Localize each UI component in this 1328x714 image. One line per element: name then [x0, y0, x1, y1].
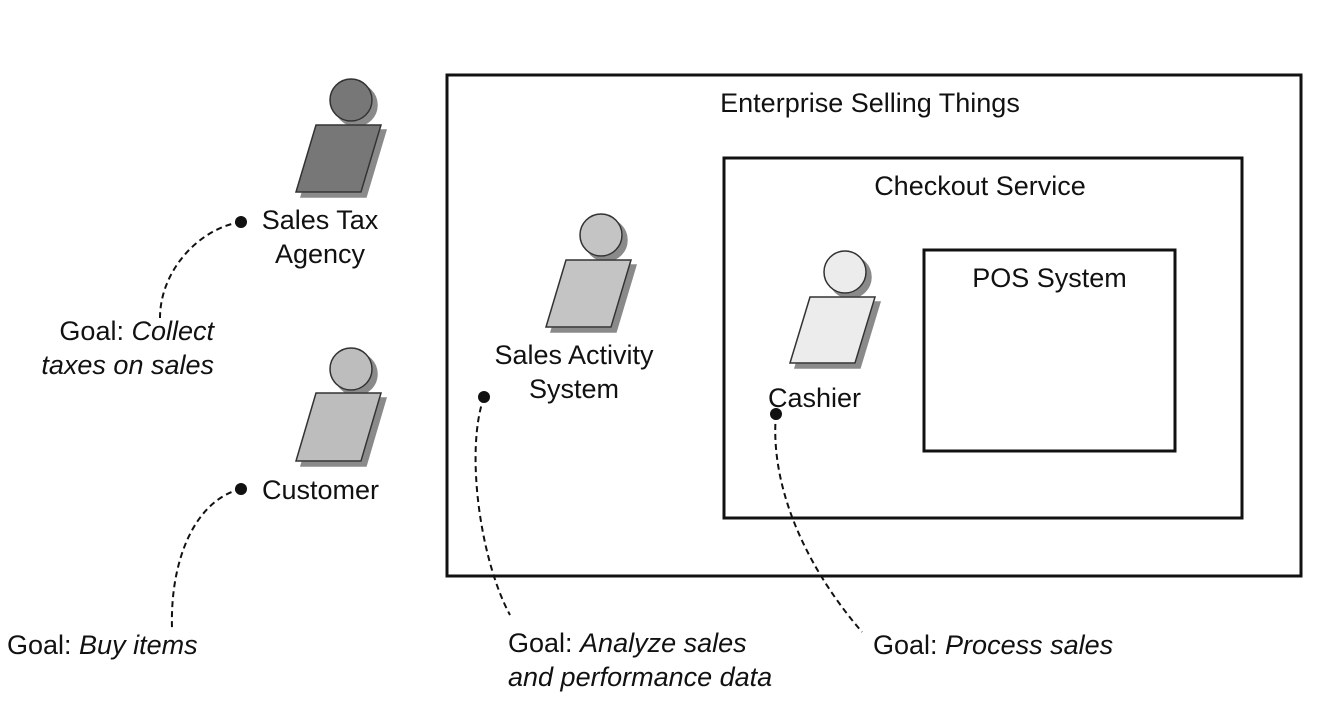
tax-goal-line2: taxes on sales — [41, 350, 214, 380]
sales-activity-goal-prefix: Goal: — [508, 628, 581, 658]
customer-label: Customer — [262, 475, 380, 505]
cashier-label: Cashier — [768, 383, 862, 413]
tax-goal-connector — [159, 221, 242, 319]
tax-goal-dot — [235, 216, 247, 228]
sales-activity-system-label: Sales Activity System — [474, 338, 674, 406]
sales-activity-goal-text: Goal: Analyze sales and performance data — [508, 626, 772, 694]
customer-goal-prefix: Goal: — [7, 630, 80, 660]
cashier-actor-icon — [788, 250, 877, 364]
sales-activity-goal-line2: and performance data — [508, 662, 773, 692]
cashier-goal-connector — [774, 413, 863, 633]
customer-actor-icon — [294, 347, 383, 462]
customer-goal-connector — [170, 488, 242, 629]
sales-tax-agency-actor-icon — [294, 78, 383, 193]
enterprise-title: Enterprise Selling Things — [720, 88, 1020, 118]
sales-activity-system-actor-icon — [544, 213, 633, 328]
pos-system-boundary — [922, 248, 1177, 453]
sales-tax-agency-label: Sales Tax Agency — [245, 203, 395, 271]
tax-goal-text: Goal: Collect taxes on sales — [10, 314, 214, 382]
tax-goal-prefix: Goal: — [59, 316, 132, 346]
sales-tax-agency-label-line1: Sales Tax — [261, 205, 379, 235]
sales-activity-goal-dot — [478, 391, 490, 403]
sales-activity-label-line2: System — [528, 374, 620, 404]
sales-tax-agency-label-line2: Agency — [274, 239, 366, 269]
cashier-goal-dot — [770, 408, 782, 420]
sales-activity-goal-connector — [474, 396, 511, 616]
cashier-goal-prefix: Goal: — [873, 630, 946, 660]
tax-goal-line1: Collect — [131, 316, 214, 346]
customer-goal-value: Buy items — [79, 630, 198, 660]
checkout-service-title: Checkout Service — [874, 171, 1086, 201]
customer-goal-text: Goal: Buy items — [7, 628, 198, 662]
cashier-goal-text: Goal: Process sales — [873, 628, 1113, 662]
checkout-service-boundary — [722, 156, 1244, 520]
pos-system-title: POS System — [972, 263, 1127, 293]
customer-goal-dot — [235, 483, 247, 495]
enterprise-boundary — [445, 73, 1303, 578]
sales-activity-label-line1: Sales Activity — [494, 340, 654, 370]
sales-activity-goal-line1: Analyze sales — [580, 628, 747, 658]
cashier-goal-value: Process sales — [945, 630, 1114, 660]
